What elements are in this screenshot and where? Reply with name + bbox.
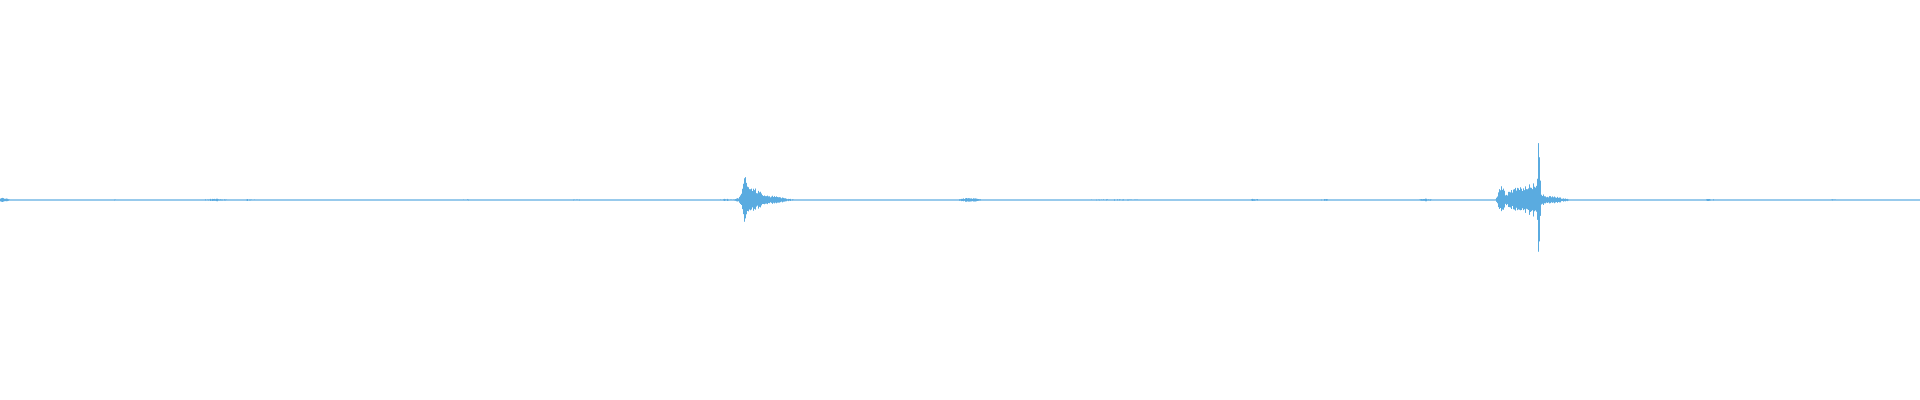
waveform-series [0, 143, 1920, 252]
